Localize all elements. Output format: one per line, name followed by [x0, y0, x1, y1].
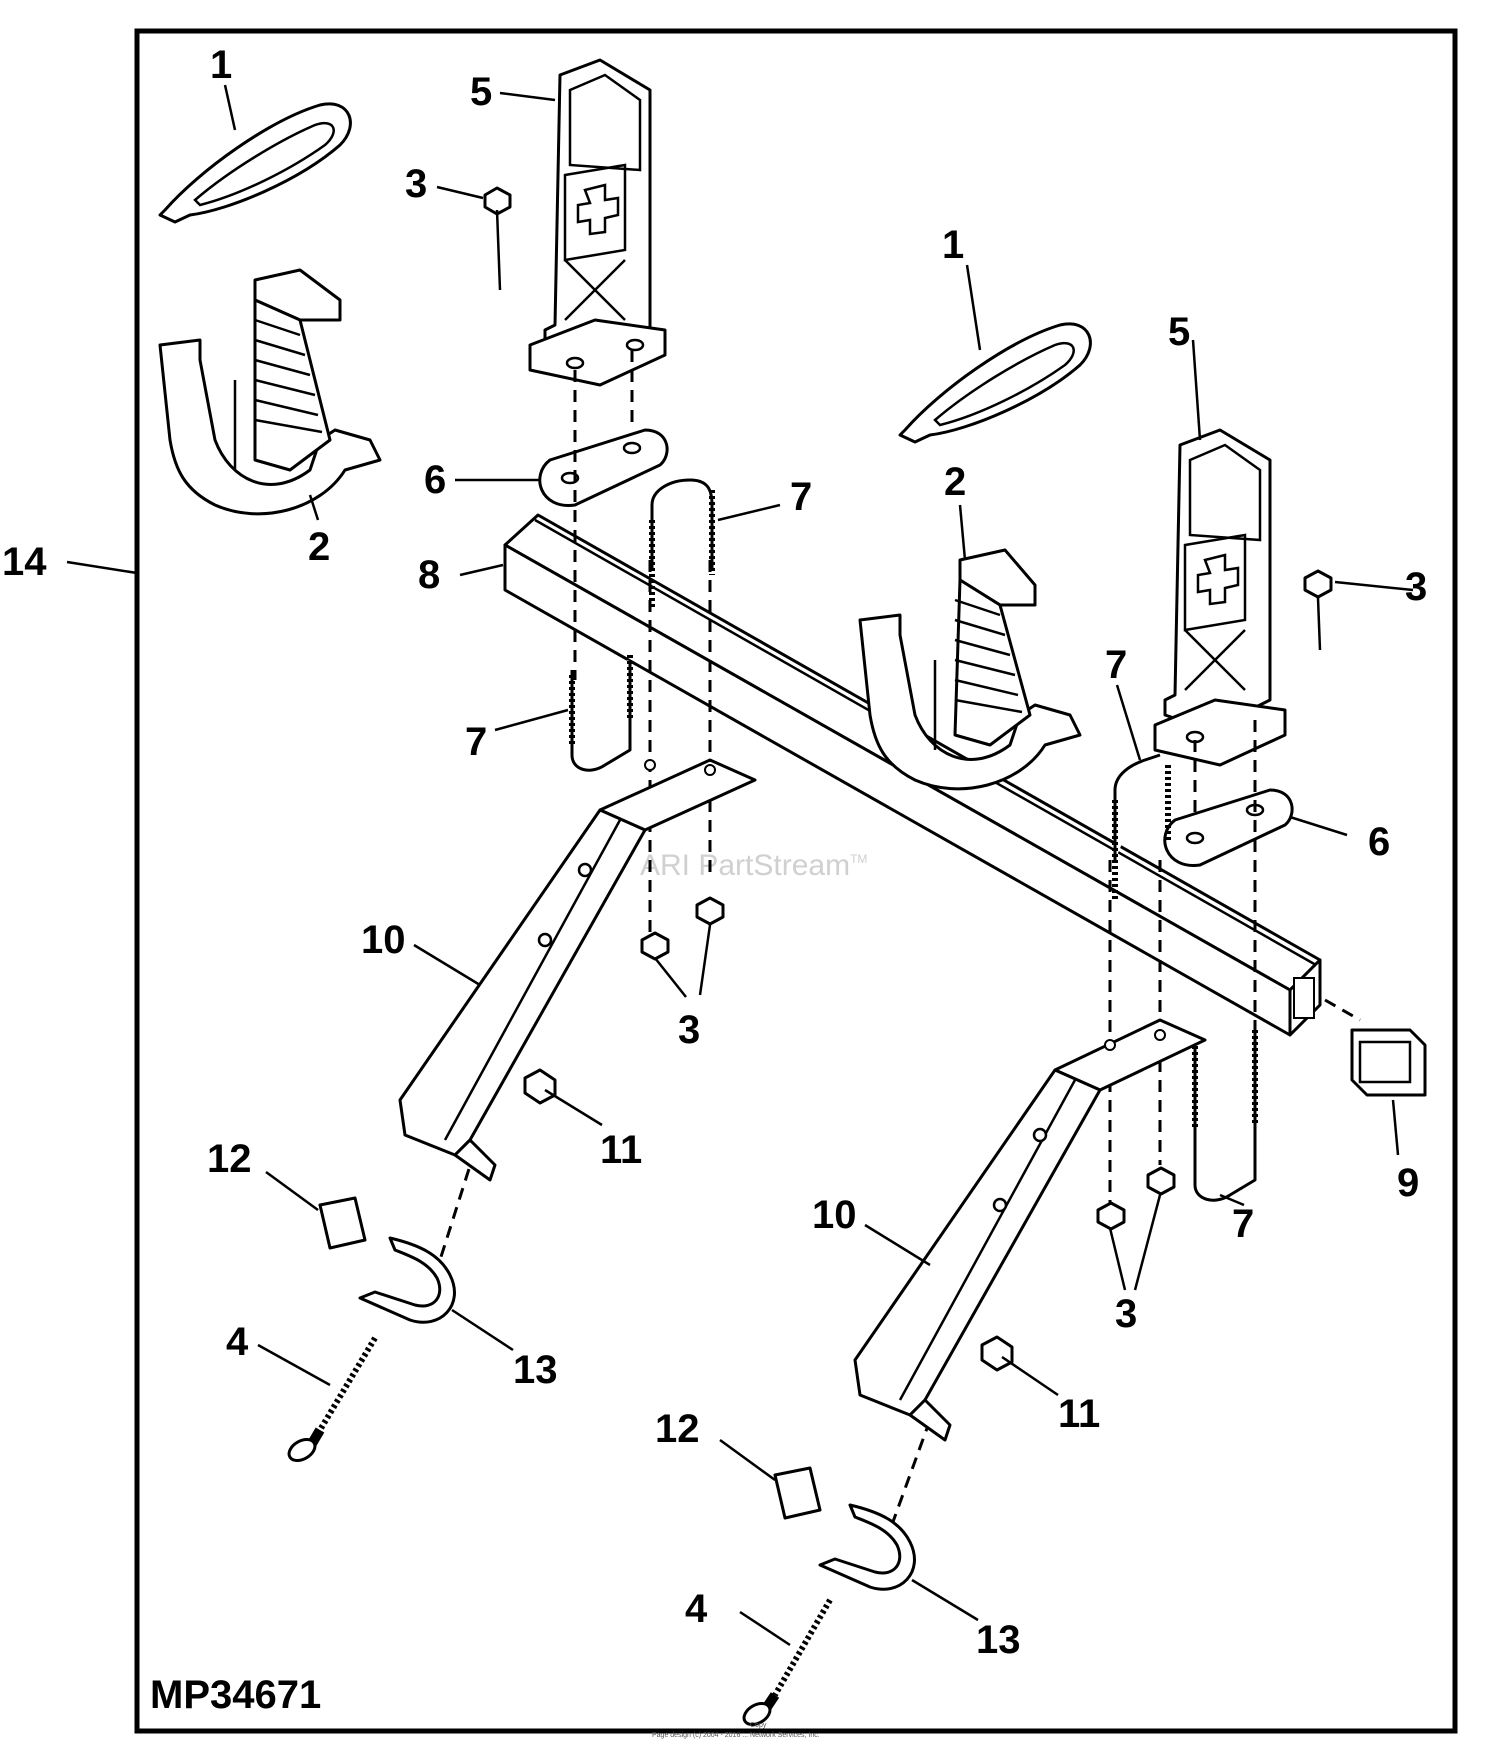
- nut-top-left: [483, 186, 512, 216]
- callout-2: 2: [308, 525, 330, 569]
- strap-left: [158, 102, 352, 224]
- callout-10: 10: [812, 1193, 857, 1237]
- bolt-right: [742, 1598, 833, 1726]
- callout-5: 5: [1168, 310, 1190, 354]
- set-screw-left: [523, 1068, 557, 1105]
- callout-1: 1: [942, 223, 964, 267]
- saddle-clamp-right: [818, 1503, 916, 1591]
- pad-right: [773, 1466, 822, 1520]
- bolt-left: [287, 1336, 378, 1462]
- callout-5: 5: [470, 70, 492, 114]
- callout-3: 3: [405, 162, 427, 206]
- u-bolt-left-upper: [649, 478, 715, 610]
- leg-right: [853, 1018, 1207, 1442]
- plate-left: [538, 428, 669, 507]
- callout-13: 13: [513, 1348, 558, 1392]
- callout-3: 3: [1115, 1292, 1137, 1336]
- callout-9: 9: [1397, 1161, 1419, 1205]
- callout-3: 3: [678, 1008, 700, 1052]
- footer-copyright-2: Page design (c) 2004 - 2016 ... Network …: [652, 1732, 820, 1739]
- end-cap: [1324, 998, 1427, 1097]
- set-screw-right: [980, 1335, 1014, 1372]
- callout-7: 7: [1232, 1202, 1254, 1246]
- saddle-clamp-left: [358, 1236, 456, 1324]
- callout-8: 8: [418, 553, 440, 597]
- callout-13: 13: [976, 1618, 1021, 1662]
- watermark: ARI PartStreamTM: [640, 849, 867, 882]
- callout-11: 11: [600, 1128, 642, 1172]
- callout-6: 6: [1368, 820, 1390, 864]
- drawing-number: MP34671: [150, 1673, 321, 1717]
- leader-lines: [66, 84, 1414, 1647]
- clamp-left: [158, 268, 382, 516]
- callout-6: 6: [424, 458, 446, 502]
- callout-11: 11: [1058, 1392, 1100, 1436]
- plate-right: [1163, 788, 1294, 867]
- bracket-left: [528, 58, 667, 387]
- callout-labels: 1 1 2 2 3 3 3 3 4 4 5 5 6 6 7 7 7 7 8 9 …: [2, 43, 1427, 1662]
- callout-7: 7: [1105, 643, 1127, 687]
- u-bolt-right-upper: [1112, 753, 1171, 900]
- callout-2: 2: [944, 460, 966, 504]
- nut-right-upper: [1303, 569, 1333, 599]
- callout-12: 12: [655, 1407, 700, 1451]
- nut-right-pair: [1096, 1166, 1176, 1231]
- callout-14: 14: [2, 540, 47, 584]
- u-bolt-left-lower: [569, 655, 633, 772]
- alignment-lines: [438, 350, 1257, 1531]
- callout-10: 10: [361, 918, 406, 962]
- callout-4: 4: [226, 1320, 249, 1364]
- diagram-frame: [134, 28, 1458, 1734]
- callout-3: 3: [1405, 565, 1427, 609]
- strap-right: [898, 322, 1092, 444]
- callout-4: 4: [685, 1587, 708, 1631]
- clamp-right: [858, 548, 1082, 791]
- callout-7: 7: [790, 475, 812, 519]
- callout-1: 1: [210, 43, 232, 87]
- nut-left-pair: [640, 896, 725, 961]
- footer-copyright-1: Copy: [750, 1722, 767, 1729]
- pad-left: [318, 1196, 367, 1250]
- callout-7: 7: [465, 720, 487, 764]
- u-bolt-right-lower: [1192, 1030, 1258, 1202]
- bracket-right: [1153, 428, 1287, 767]
- leg-left: [398, 758, 757, 1182]
- callout-12: 12: [207, 1137, 252, 1181]
